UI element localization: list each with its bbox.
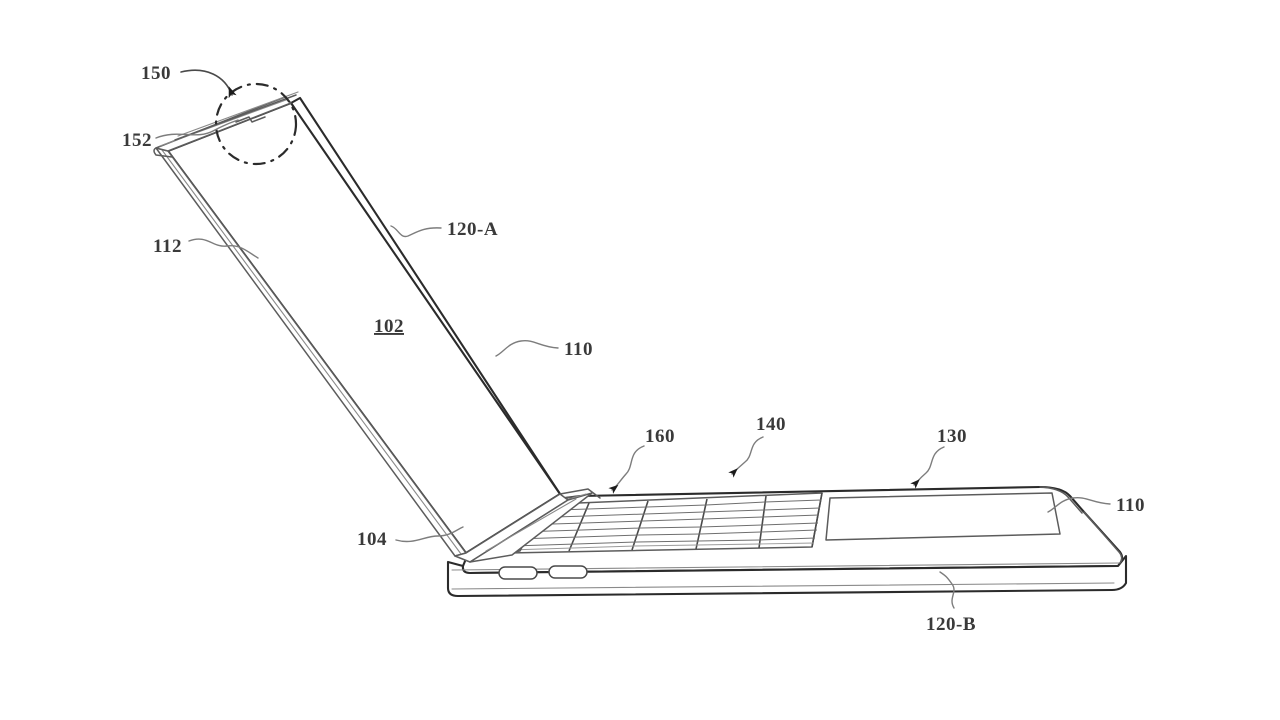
leader-110-lid xyxy=(495,339,559,357)
detail-callout-circle xyxy=(214,82,298,166)
leader-120b xyxy=(939,571,955,609)
label-140: 140 xyxy=(756,414,786,435)
label-150: 150 xyxy=(141,63,171,84)
lid-screen-face xyxy=(166,101,562,555)
hinge-knuckle xyxy=(559,488,601,499)
hinge-assembly xyxy=(469,488,601,563)
lid-left-edge-seam xyxy=(161,149,462,555)
port-right[interactable] xyxy=(548,565,588,579)
leader-112 xyxy=(188,238,259,259)
keyboard-key-row-group xyxy=(572,506,648,549)
display-lid xyxy=(153,91,569,563)
lid-back-cover-edge-inner xyxy=(177,91,299,137)
label-110-lid: 110 xyxy=(564,339,593,360)
label-120b: 120-B xyxy=(926,614,976,635)
lid-back-cover-edge xyxy=(174,94,297,141)
leader-110-base xyxy=(1047,496,1111,513)
base-right-edge xyxy=(1083,511,1123,564)
base-right-corner xyxy=(1039,486,1083,514)
leader-120a xyxy=(390,225,442,238)
leader-150 xyxy=(180,69,237,99)
keyboard-col-divider xyxy=(758,495,767,549)
lid-bottom-edge xyxy=(454,493,569,563)
hinge-detail xyxy=(571,493,587,499)
label-152: 152 xyxy=(122,130,152,151)
label-120a: 120-A xyxy=(447,219,498,240)
label-160: 160 xyxy=(645,426,675,447)
port-left[interactable] xyxy=(498,566,538,580)
leader-104 xyxy=(395,526,464,543)
label-130: 130 xyxy=(937,426,967,447)
base-front-wall xyxy=(446,554,1128,598)
label-112: 112 xyxy=(153,236,182,257)
label-110-base: 110 xyxy=(1116,495,1145,516)
trackpad-surface xyxy=(825,492,1061,541)
keyboard-key-row-group xyxy=(696,501,766,546)
hinge-plate xyxy=(469,492,593,563)
trackpad[interactable] xyxy=(825,492,1061,541)
leader-140 xyxy=(728,436,764,478)
keyboard-key-row-group xyxy=(758,499,822,545)
leader-160 xyxy=(608,445,645,494)
hinge-seam xyxy=(485,498,577,552)
label-104: 104 xyxy=(357,529,387,550)
leader-152 xyxy=(155,119,239,139)
leader-130 xyxy=(910,446,945,489)
label-102: 102 xyxy=(374,316,404,337)
side-ports xyxy=(498,565,588,580)
top-edge-notch xyxy=(235,116,266,123)
lid-left-corner xyxy=(153,147,173,158)
keyboard-key-row-group xyxy=(634,504,707,547)
keyboard-col-divider xyxy=(568,502,590,552)
base-wall-bottom-seam xyxy=(451,582,1115,590)
